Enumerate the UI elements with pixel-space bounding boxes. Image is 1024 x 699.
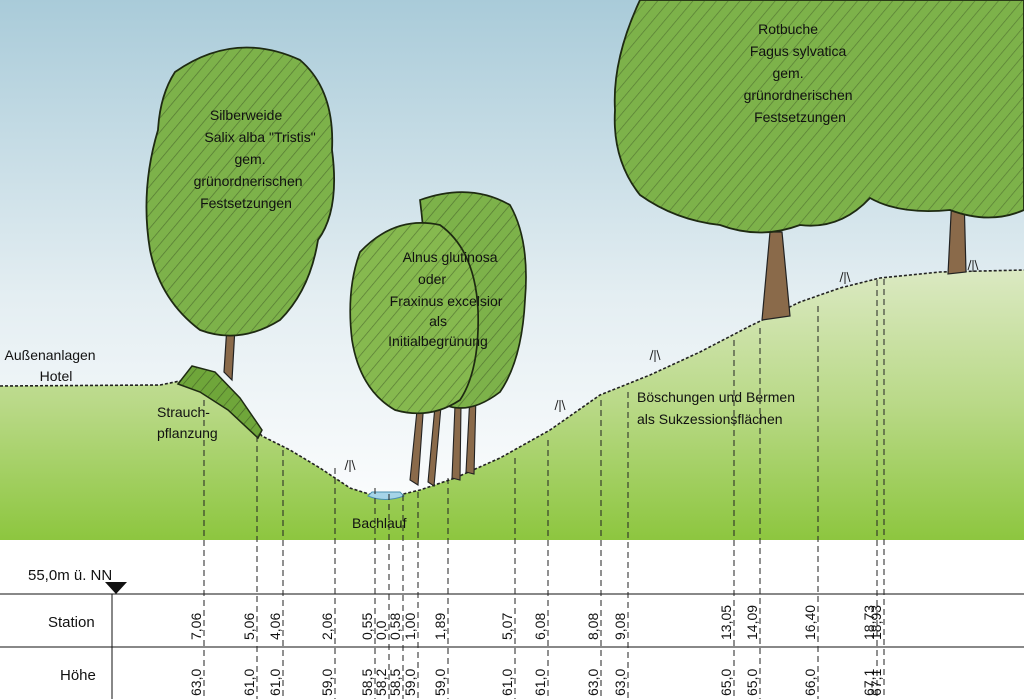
tree-rotbuche bbox=[613, 0, 1024, 321]
hoehe-value: 65,0 bbox=[718, 669, 734, 696]
shrub-hatch bbox=[178, 366, 262, 438]
station-value: 18,93 bbox=[868, 605, 884, 640]
label-bachlauf: Bachlauf bbox=[352, 515, 407, 531]
station-value: 0,0 bbox=[373, 620, 389, 640]
station-value: 6,08 bbox=[532, 613, 548, 640]
label-silberweide: Silberweide Salix alba "Tristis" gem. gr… bbox=[194, 107, 320, 211]
hoehe-value: 61,0 bbox=[241, 669, 257, 696]
station-value: 5,07 bbox=[499, 613, 515, 640]
station-value: 5,06 bbox=[241, 613, 257, 640]
hoehe-value: 61,0 bbox=[532, 669, 548, 696]
label-hotel: Außenanlagen Hotel bbox=[5, 347, 100, 384]
hoehe-value: 61,0 bbox=[267, 669, 283, 696]
hoehe-header: Höhe bbox=[60, 667, 96, 684]
station-value: 8,08 bbox=[585, 613, 601, 640]
profile-table bbox=[0, 593, 1024, 699]
label-alnus: Alnus glutinosa oder Fraxinus excelsior … bbox=[388, 249, 506, 349]
station-value: 9,08 bbox=[612, 613, 628, 640]
hoehe-value: 63,0 bbox=[612, 669, 628, 696]
hoehe-value: 66,0 bbox=[802, 669, 818, 696]
hoehe-value: 59,0 bbox=[432, 669, 448, 696]
terrain bbox=[0, 270, 1024, 540]
hoehe-value: 58,5 bbox=[359, 669, 375, 696]
label-strauchpflanzung: Strauch- pflanzung bbox=[157, 404, 218, 441]
station-value: 18,73 bbox=[861, 605, 877, 640]
station-value: 7,06 bbox=[188, 613, 204, 640]
station-value: 0,55 bbox=[359, 613, 375, 640]
stream-water bbox=[367, 491, 405, 500]
station-value: 1,89 bbox=[432, 613, 448, 640]
grass-tufts bbox=[344, 259, 979, 472]
station-value: 1,00 bbox=[402, 613, 418, 640]
hoehe-value: 65,0 bbox=[744, 669, 760, 696]
hoehe-value: 59,0 bbox=[319, 669, 335, 696]
datum-marker bbox=[105, 582, 127, 594]
hoehe-value: 63,0 bbox=[188, 669, 204, 696]
station-value: 14,09 bbox=[744, 605, 760, 640]
hoehe-value: 59,0 bbox=[402, 669, 418, 696]
hoehe-value: 58,2 bbox=[373, 669, 389, 696]
tree-alnus bbox=[349, 191, 527, 487]
station-value: 16,40 bbox=[802, 605, 818, 640]
label-rotbuche: Rotbuche Fagus sylvatica gem. grünordner… bbox=[744, 21, 857, 125]
hoehe-value: 63,0 bbox=[585, 669, 601, 696]
hoehe-value: 67,1 bbox=[861, 669, 877, 696]
hoehe-value: 67,1 bbox=[868, 669, 884, 696]
hoehe-value: 58,5 bbox=[387, 669, 403, 696]
station-value: 13,05 bbox=[718, 605, 734, 640]
station-value: 0,58 bbox=[387, 613, 403, 640]
hoehe-value: 61,0 bbox=[499, 669, 515, 696]
table-columns: 7,06 63,0 5,06 61,0 4,06 61,0 2,06 59,0 0,55 58,5… bbox=[188, 279, 885, 699]
tree-silberweide bbox=[145, 46, 335, 382]
station-value: 2,06 bbox=[319, 613, 335, 640]
station-header: Station bbox=[48, 614, 95, 631]
station-value: 4,06 bbox=[267, 613, 283, 640]
label-boeschungen: Böschungen und Bermen als Sukzessionsflä… bbox=[637, 389, 799, 427]
datum-label: 55,0m ü. NN bbox=[28, 567, 112, 584]
